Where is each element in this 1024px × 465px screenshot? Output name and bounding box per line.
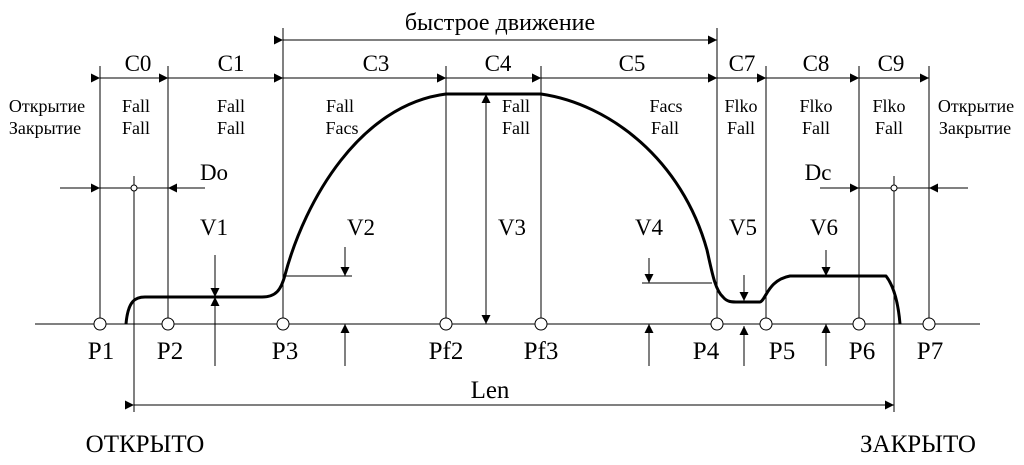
mode-c9-open: Flko	[872, 96, 905, 116]
point-label-p5: P5	[769, 338, 795, 365]
point-label-p6: P6	[849, 338, 875, 365]
section-labels: C0 C1 C3 C4 C5 C7 C8 C9	[125, 51, 905, 76]
mode-right-open: Открытие	[938, 96, 1014, 116]
v4-indicator	[642, 258, 712, 366]
point-label-p7: P7	[917, 338, 943, 365]
mode-c3-close: Facs	[326, 118, 359, 138]
closed-position-label: ЗАКРЫТО	[860, 431, 976, 458]
mode-c0-close: Fall	[122, 118, 150, 138]
v2-indicator	[285, 247, 352, 366]
section-label-c7: C7	[729, 51, 756, 76]
mode-c8-open: Flko	[799, 96, 832, 116]
v1-label: V1	[200, 215, 228, 240]
point-labels: P1 P2 P3 Pf2 Pf3 P4 P5 P6 P7	[88, 338, 943, 365]
v4-label: V4	[635, 215, 664, 240]
do-label: Do	[200, 160, 228, 185]
v3-label: V3	[498, 215, 526, 240]
mode-left-close: Закрытие	[9, 118, 81, 138]
mode-c4-open: Fall	[502, 96, 530, 116]
dc-label: Dc	[805, 160, 832, 185]
section-label-c1: C1	[218, 51, 245, 76]
mode-c7-close: Fall	[727, 118, 755, 138]
mode-c4-close: Fall	[502, 118, 530, 138]
section-label-c4: C4	[485, 51, 512, 76]
axis-points	[93, 317, 936, 331]
point-label-p1: P1	[88, 338, 114, 365]
point-label-p2: P2	[157, 338, 183, 365]
point-label-p3: P3	[272, 338, 298, 365]
mode-labels: Открытие Закрытие Fall Fall Fall Fall Fa…	[9, 96, 1014, 138]
length-label: Len	[471, 377, 510, 404]
mode-c8-close: Fall	[802, 118, 830, 138]
open-position-label: ОТКРЫТО	[86, 431, 205, 458]
section-label-c9: C9	[878, 51, 905, 76]
section-label-c0: C0	[125, 51, 152, 76]
mode-left-open: Открытие	[9, 96, 85, 116]
section-label-c8: C8	[803, 51, 830, 76]
mode-c9-close: Fall	[875, 118, 903, 138]
point-label-p4: P4	[693, 338, 720, 365]
mode-right-close: Закрытие	[939, 118, 1011, 138]
fast-move-label: быстрое движение	[405, 10, 595, 36]
mode-c5-close: Fall	[651, 118, 679, 138]
mode-c0-open: Fall	[122, 96, 150, 116]
v6-label: V6	[810, 215, 838, 240]
mode-c1-open: Fall	[217, 96, 245, 116]
section-label-c3: C3	[363, 51, 390, 76]
mode-c5-open: Facs	[650, 96, 683, 116]
v5-label: V5	[729, 215, 757, 240]
do-dimension	[60, 183, 205, 193]
point-label-pf2: Pf2	[429, 338, 464, 365]
velocity-profile-curve	[124, 92, 902, 325]
mode-c1-close: Fall	[217, 118, 245, 138]
mode-c3-open: Fall	[326, 96, 354, 116]
dc-dimension	[820, 183, 968, 193]
section-label-c5: C5	[619, 51, 646, 76]
point-label-pf3: Pf3	[524, 338, 559, 365]
mode-c7-open: Flko	[724, 96, 757, 116]
v2-label: V2	[347, 215, 375, 240]
